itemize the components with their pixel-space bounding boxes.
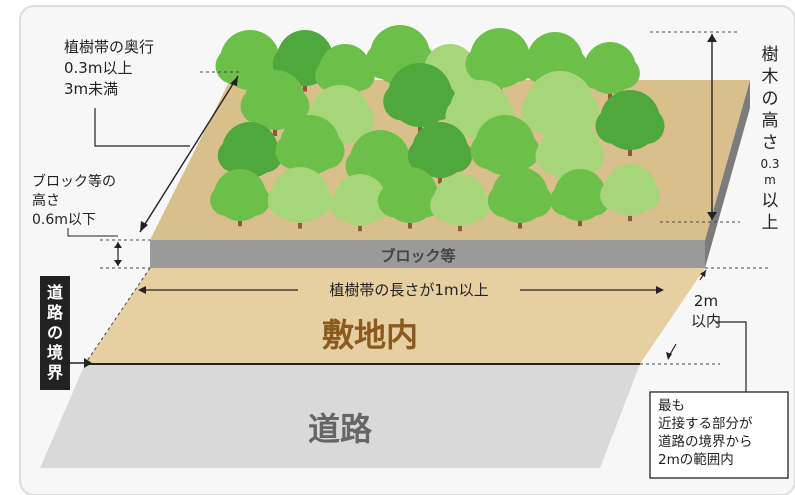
tree-crown — [458, 189, 490, 221]
depth-label-line3: 3m未満 — [64, 80, 118, 98]
tree-crown — [520, 91, 562, 133]
block-height-arrowhead-bottom — [114, 260, 122, 266]
tree-crown — [568, 138, 605, 174]
tree-crown — [215, 48, 252, 84]
tree-height-char: m — [764, 173, 776, 187]
tree-crown — [608, 57, 640, 89]
block-height-arrowhead-top — [114, 242, 122, 248]
boundary-tag-char: 界 — [47, 363, 63, 382]
block-height-label-line2: 高さ — [32, 192, 60, 209]
distance-label-line1: 2m — [694, 292, 718, 310]
block-wall-front — [150, 240, 705, 268]
tree-crown — [470, 133, 507, 169]
tree-height-char: 高 — [762, 111, 779, 131]
tree-crown — [365, 43, 402, 79]
depth-label-line2: 0.3m以上 — [64, 59, 132, 77]
site-label: 敷地内 — [322, 316, 418, 354]
tree-height-char: 以 — [762, 191, 779, 211]
tree-crown — [580, 57, 612, 89]
tree-crown — [273, 88, 310, 124]
tree-crown — [383, 82, 422, 121]
note-line1: 最も — [658, 398, 685, 414]
tree-crown — [298, 183, 333, 218]
tree-crown — [550, 184, 582, 216]
tree-crown — [238, 184, 270, 216]
tree-height-char: さ — [762, 133, 779, 153]
length-arrowhead-right — [656, 286, 664, 294]
note-box — [649, 391, 789, 479]
note-leader — [716, 321, 747, 392]
tree-crown — [377, 183, 412, 218]
tree-height-arrowhead-top — [707, 34, 717, 42]
block-height-leader — [67, 228, 118, 237]
left-guide-line — [84, 267, 151, 365]
tree-crown — [518, 183, 553, 218]
length-label-bg — [298, 279, 520, 301]
tree-crown — [595, 108, 632, 144]
block-label: ブロック等 — [380, 247, 455, 265]
boundary-tag-char: 境 — [47, 343, 63, 362]
note-line3: 道路の境界から — [658, 434, 753, 450]
tree-crown — [267, 183, 302, 218]
tree-crown — [487, 183, 522, 218]
tree-crown — [628, 179, 660, 211]
tree-height-char: 樹 — [762, 45, 779, 65]
tree-height-arrowhead-bottom — [707, 212, 717, 220]
boundary-tag — [40, 276, 70, 390]
tree-crown — [503, 133, 540, 169]
depth-arrowhead-top — [230, 76, 238, 86]
tree-height-char: 木 — [762, 67, 779, 87]
depth-arrowhead-bottom — [140, 221, 148, 232]
note-line2: 近接する部分が — [658, 415, 753, 432]
tree-crown — [240, 88, 277, 124]
tree-cluster — [210, 25, 665, 232]
distance-arrowhead-bottom — [666, 352, 672, 360]
tree-height-char: 上 — [762, 213, 779, 233]
boundary-tag-char: 路 — [47, 303, 64, 322]
tree-crown — [430, 189, 462, 221]
tree-crown — [465, 46, 502, 82]
tree-height-char: の — [762, 89, 779, 109]
block-wall-side — [705, 80, 750, 268]
tree-crown — [600, 179, 632, 211]
site-area — [85, 268, 705, 364]
distance-arrowhead-top — [700, 270, 706, 277]
tree-crown — [535, 138, 572, 174]
boundary-arrowhead — [84, 358, 92, 368]
road-label: 道路 — [308, 410, 373, 448]
tree-crown — [248, 138, 283, 173]
tree-crown — [275, 133, 312, 169]
road-area — [40, 364, 640, 468]
tree-crown — [315, 59, 347, 91]
boundary-tag-char: の — [47, 323, 63, 342]
boundary-tag-text: 道路の境界 — [47, 283, 64, 382]
tree-crown — [338, 103, 375, 139]
boundary-tag-char: 道 — [47, 283, 63, 302]
length-arrowhead-left — [138, 286, 146, 294]
tree-crown — [217, 138, 252, 173]
tree-crown — [330, 189, 362, 221]
tree-crown — [438, 138, 473, 173]
depth-leader — [94, 108, 190, 147]
tree-crown — [445, 98, 482, 134]
depth-arrow — [139, 75, 239, 233]
tree-height-char: 0.3 — [760, 157, 779, 171]
note-line4: 2mの範囲内 — [658, 452, 734, 468]
tree-crown — [308, 133, 345, 169]
block-height-label-line3: 0.6m以下 — [32, 212, 96, 228]
distance-label-line2: 以内 — [691, 312, 721, 330]
length-label: 植樹帯の長さが1m以上 — [329, 281, 488, 299]
tree-crown — [628, 108, 665, 144]
depth-label-line1: 植樹帯の奥行 — [64, 38, 154, 56]
block-height-label-line1: ブロック等の — [32, 173, 116, 190]
tree-crown — [210, 184, 242, 216]
tree-crown — [407, 138, 442, 173]
